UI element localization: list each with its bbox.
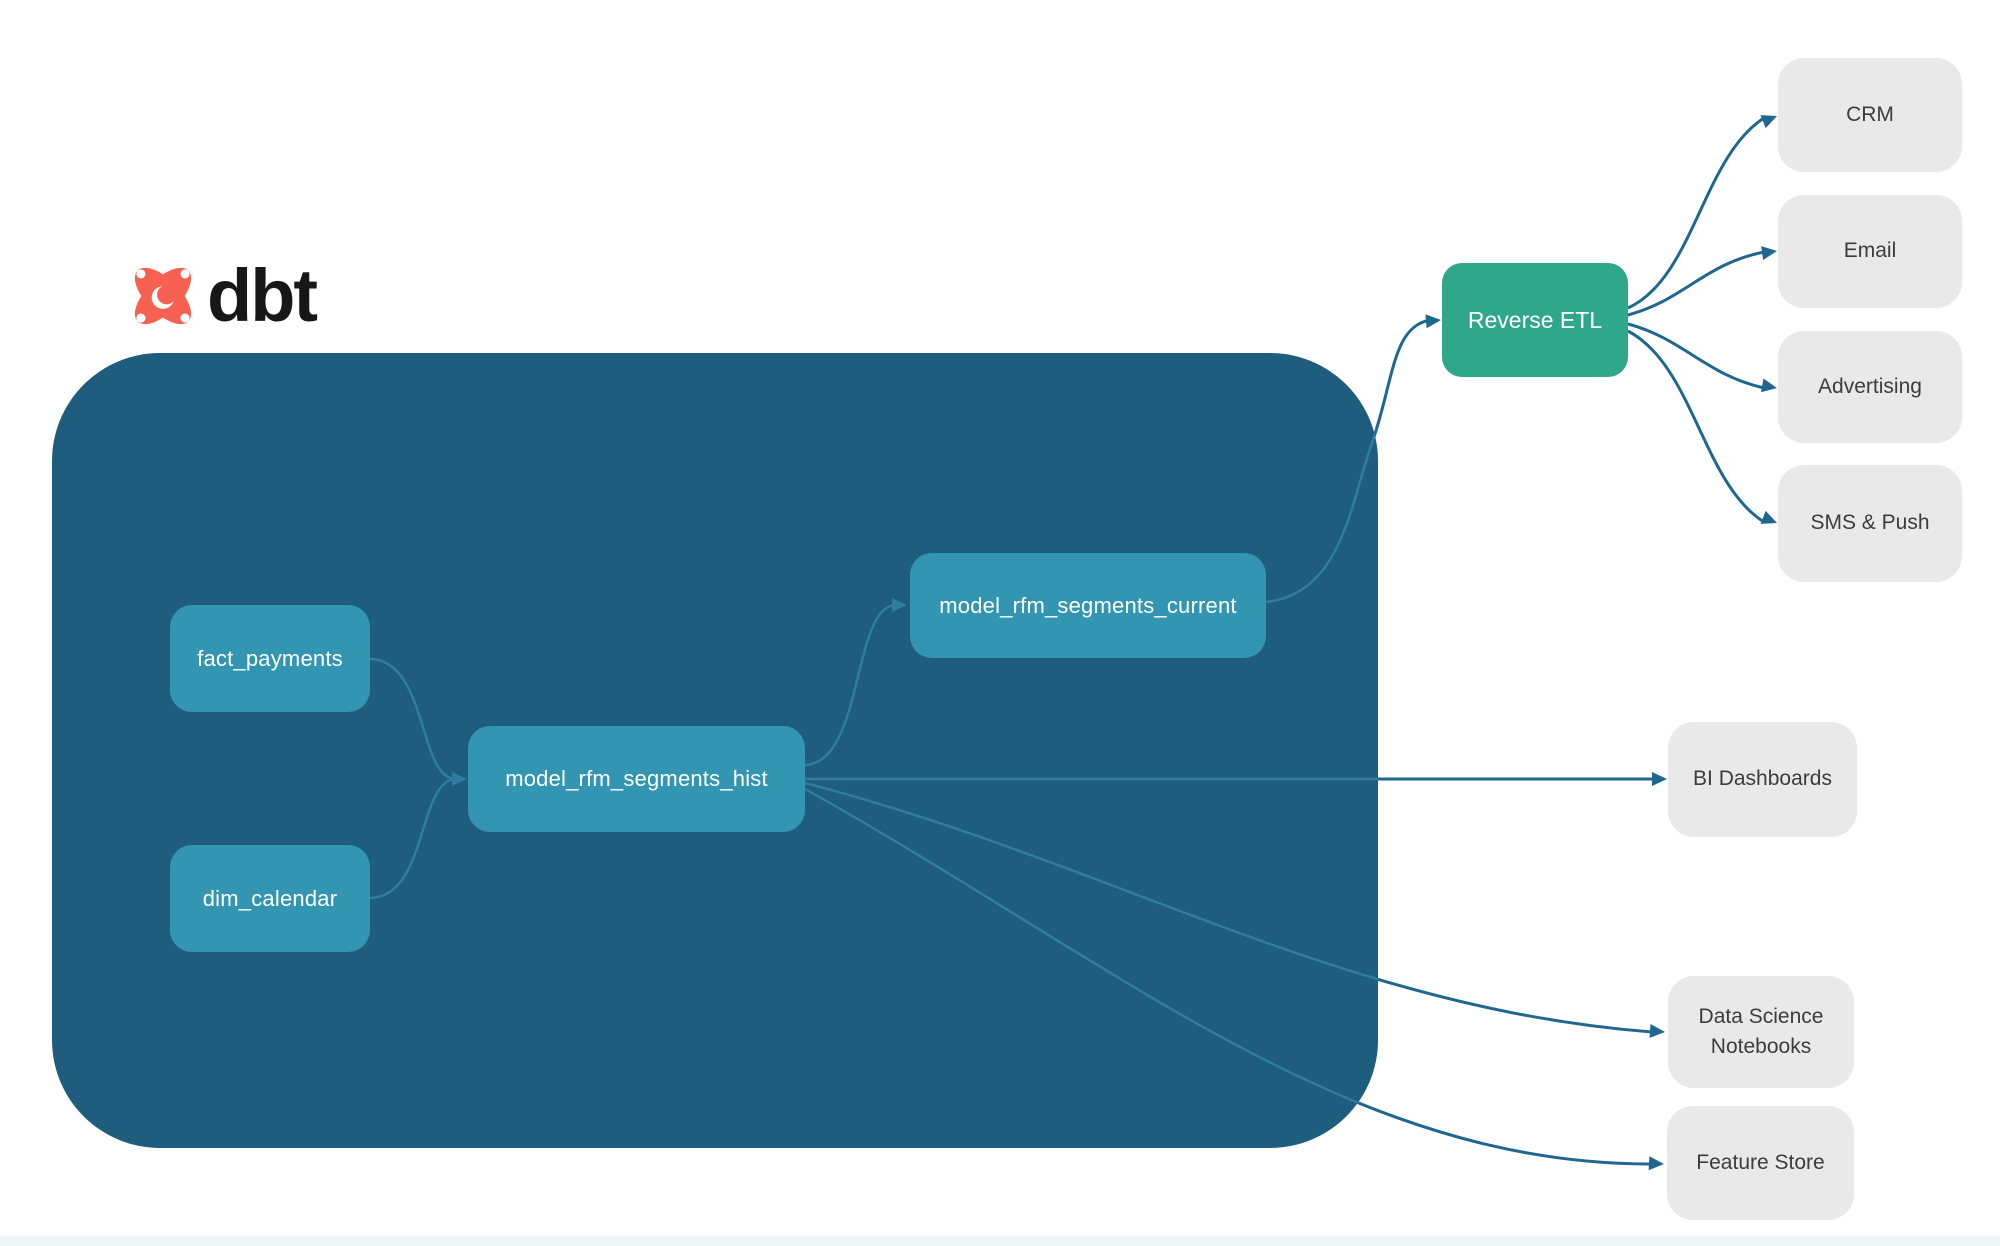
edge-reverse-etl-to-email	[1627, 250, 1765, 317]
edge-reverse-etl-to-advertising	[1627, 322, 1765, 390]
edge-dim-calendar-to-hist	[369, 777, 457, 900]
node-label: Feature Store	[1696, 1150, 1825, 1174]
node-label: BI Dashboards	[1693, 767, 1832, 791]
node-email: Email	[1778, 195, 1962, 308]
node-dim-calendar: dim_calendar	[170, 845, 370, 952]
node-label: SMS & Push	[1810, 511, 1930, 535]
edge-hist-to-feature-store-inner	[804, 787, 1378, 1148]
dbt-logo: dbt	[125, 254, 318, 337]
node-label: model_rfm_segments_current	[939, 592, 1237, 618]
dbt-wordmark: dbt	[207, 254, 318, 337]
node-label: model_rfm_segments_hist	[505, 766, 768, 791]
arrowhead-into-hist	[452, 772, 467, 786]
node-feature-store: Feature Store	[1667, 1106, 1854, 1220]
node-label: dim_calendar	[202, 885, 338, 911]
node-label: Reverse ETL	[1467, 306, 1603, 333]
edge-reverse-etl-to-sms-push	[1627, 329, 1765, 524]
node-label: Advertising	[1818, 374, 1922, 398]
bottom-strip	[0, 1236, 2000, 1246]
dbt-star-icon	[134, 267, 192, 325]
node-label: Data Science Notebooks	[1698, 1004, 1824, 1058]
arrowhead-into-email	[1761, 246, 1777, 261]
arrowhead-into-bi-dashboards	[1652, 772, 1667, 786]
edge-hist-to-data-science-notebooks-inner	[804, 781, 1378, 1034]
node-model-rfm-segments-current: model_rfm_segments_current	[910, 553, 1266, 658]
arrowhead-into-advertising	[1761, 378, 1777, 393]
arrowhead-into-data-science-notebooks	[1649, 1023, 1665, 1038]
arrowhead-into-sms-push	[1760, 510, 1777, 524]
node-label: fact_payments	[197, 645, 343, 671]
node-data-science-notebooks: Data Science Notebooks	[1668, 976, 1854, 1088]
node-crm: CRM	[1778, 58, 1962, 172]
node-label: Email	[1843, 239, 1897, 263]
node-bi-dashboards: BI Dashboards	[1668, 722, 1857, 837]
arrowhead-into-current	[892, 598, 907, 612]
arrowhead-into-crm	[1760, 115, 1777, 129]
edge-hist-to-current	[804, 603, 897, 767]
edge-fact-payments-to-hist	[369, 657, 457, 781]
edge-reverse-etl-to-crm	[1627, 116, 1765, 310]
node-model-rfm-segments-hist: model_rfm_segments_hist	[468, 726, 805, 832]
node-fact-payments: fact_payments	[170, 605, 370, 712]
node-reverse-etl: Reverse ETL	[1442, 263, 1628, 377]
edge-current-to-reverse-etl-inner	[1265, 353, 1378, 604]
arrowhead-into-reverse-etl	[1425, 314, 1441, 329]
node-sms-push: SMS & Push	[1778, 465, 1962, 582]
node-advertising: Advertising	[1778, 331, 1962, 443]
node-label: CRM	[1846, 102, 1894, 126]
arrowhead-into-feature-store	[1648, 1156, 1664, 1171]
